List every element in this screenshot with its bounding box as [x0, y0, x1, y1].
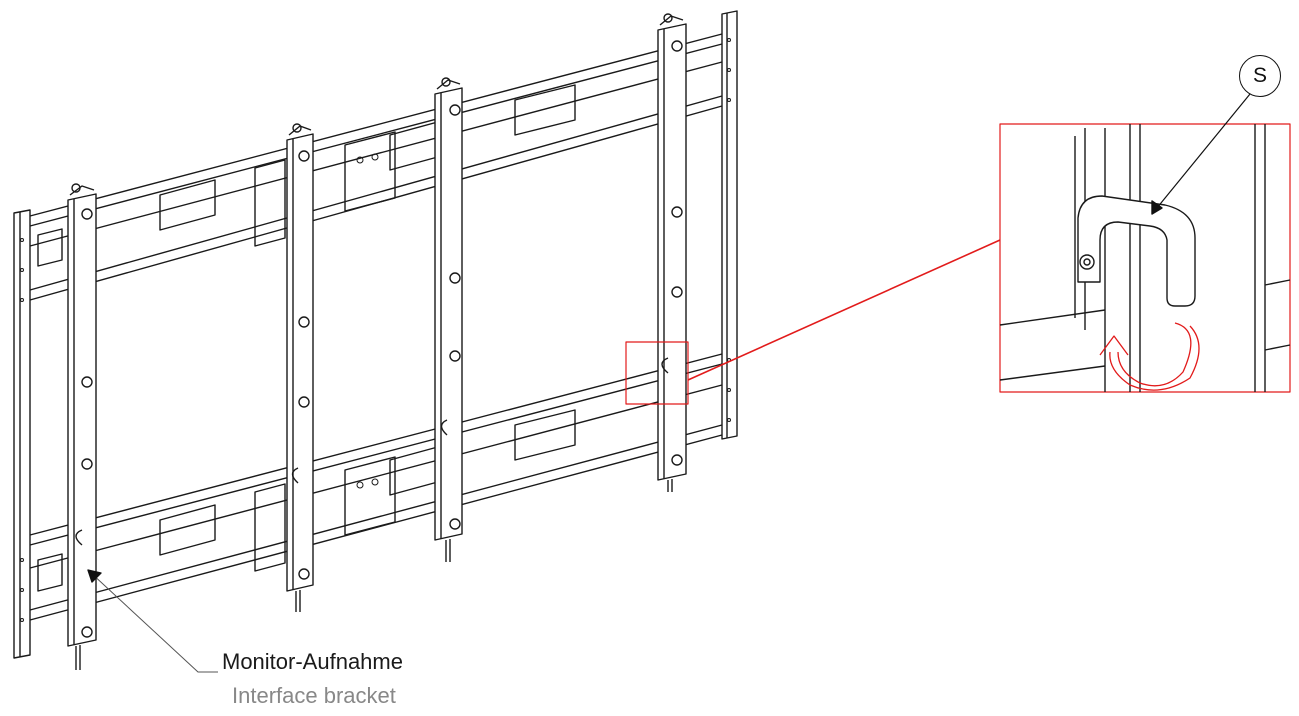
detail-marker-box: [625, 341, 689, 405]
bracket-label-en: Interface bracket: [232, 683, 396, 708]
callout-s: S: [1239, 55, 1281, 97]
interface-bracket-2: [286, 123, 314, 612]
interface-bracket-1: [67, 183, 97, 670]
interface-bracket-3: [434, 77, 463, 562]
curved-arrow-icon: [1099, 322, 1200, 391]
interface-bracket-4: [657, 13, 687, 492]
callout-leader-line: [1151, 93, 1251, 215]
detail-leader-line: [687, 239, 1001, 381]
wall-frame: [13, 10, 738, 659]
callout-arrowhead: [1151, 200, 1163, 215]
detail-inset: [999, 123, 1291, 393]
bracket-arrowhead: [87, 569, 102, 583]
bracket-label-de: Monitor-Aufnahme: [222, 649, 403, 674]
bracket-leader-line: [89, 571, 218, 673]
